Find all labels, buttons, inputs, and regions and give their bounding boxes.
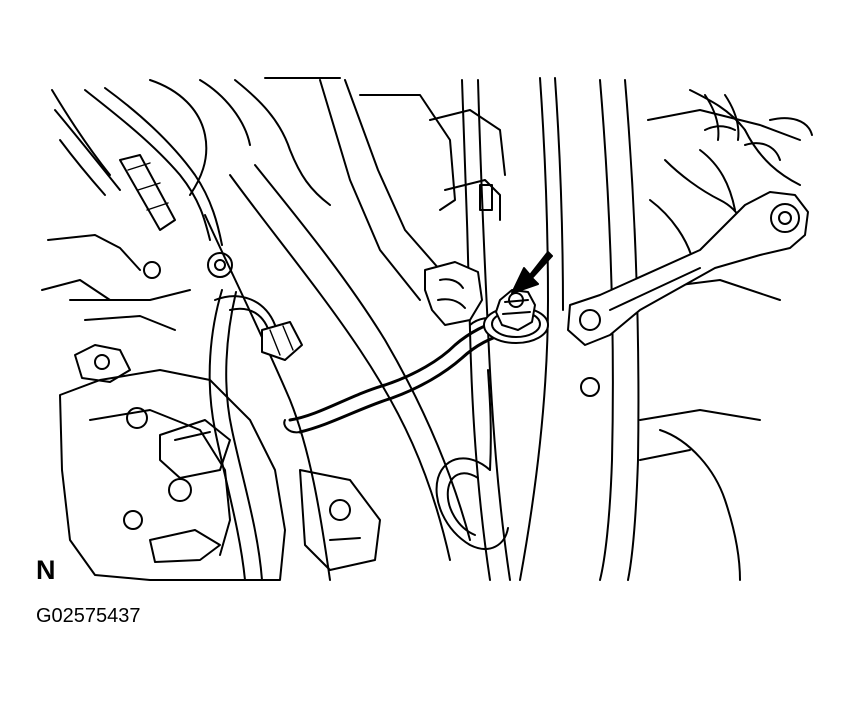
view-label: N xyxy=(36,555,56,585)
mounting-bolts xyxy=(74,252,233,479)
right-strap-bracket xyxy=(567,191,809,397)
callout-arrow-icon xyxy=(511,251,553,294)
right-harness xyxy=(704,94,813,161)
wire-clip xyxy=(424,261,483,326)
body-panel-outlines xyxy=(41,77,801,581)
figure-code: G02575437 xyxy=(36,605,141,627)
left-wire-harness xyxy=(208,289,303,581)
bracket-plate xyxy=(59,369,381,581)
lower-wire-loop xyxy=(435,369,509,550)
ground-wire xyxy=(283,316,512,434)
ground-bolt xyxy=(495,289,536,331)
